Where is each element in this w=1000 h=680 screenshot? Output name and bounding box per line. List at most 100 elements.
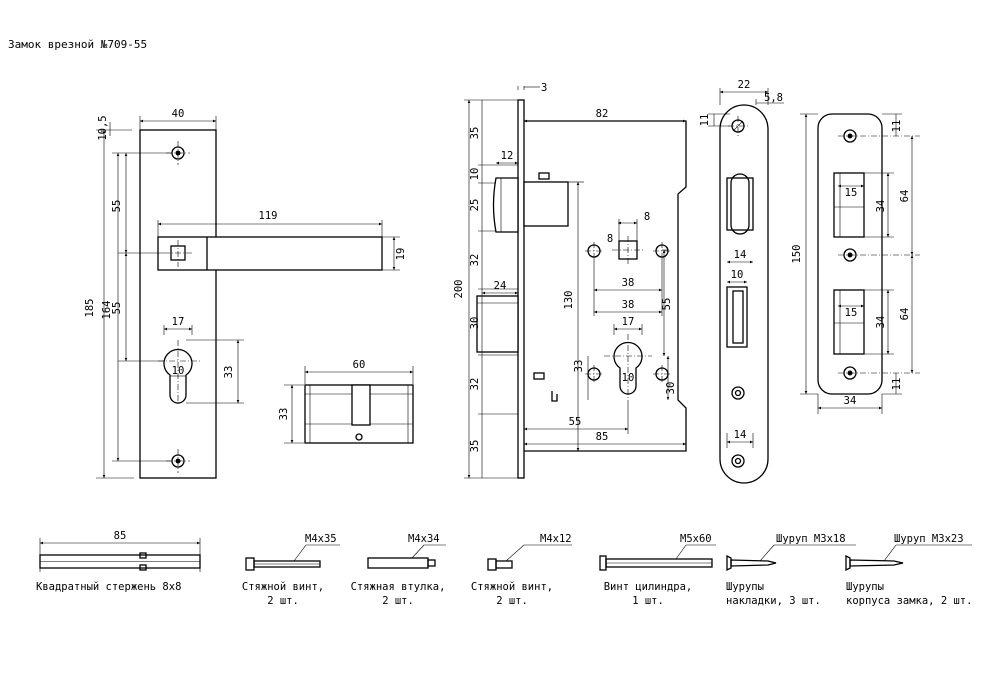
cylinder-cam [351, 384, 371, 426]
faceplate-outline [719, 104, 769, 484]
dim-faceplate-top-11: 11 [699, 114, 711, 127]
dim-130: 130 [563, 291, 575, 310]
part-screw-m4x12: М4х12 Стяжной винт, 2 шт. [471, 533, 572, 607]
part-screw-12-caption-2: 2 шт. [496, 595, 528, 607]
part-screw-35-caption-1: Стяжной винт, [242, 581, 324, 593]
dim-bolt-opening-15: 15 [845, 307, 858, 319]
dim-faceplate-offset: 5,8 [764, 92, 783, 104]
dim-plate-height: 185 [84, 299, 96, 318]
dim-screw-spacing: 164 [101, 301, 113, 320]
dim-33: 33 [573, 360, 585, 373]
part-screw-35-caption-2: 2 шт. [267, 595, 299, 607]
part-screw-m4x35: М4х35 Стяжной винт, 2 шт. [242, 533, 340, 607]
dim-38-lower: 38 [622, 299, 635, 311]
strike-latch-opening [833, 172, 865, 238]
part-sleeve-caption-2: 2 шт. [382, 595, 414, 607]
dim-backset-bottom: 55 [569, 416, 582, 428]
part-sleeve-m4x34: М4х34 Стяжная втулка, 2 шт. [351, 533, 446, 607]
part-wood-screw-23: Шуруп М3х23 Шурупы корпуса замка, 2 шт. [845, 533, 972, 607]
dim-latch-projection: 12 [501, 150, 514, 162]
handle-plate-view: 40 10,5 185 164 55 55 119 19 17 10 33 [84, 108, 407, 479]
dim-latch-opening-15: 15 [845, 187, 858, 199]
cylinder-screw-hole [355, 433, 363, 441]
dim-lower-55: 55 [111, 302, 123, 315]
dim-top-offset: 10,5 [97, 115, 109, 140]
dim-30: 30 [665, 382, 677, 395]
part-wood-screw-23-caption-1: Шурупы [846, 581, 884, 593]
dim-faceplate-thickness: 3 [541, 82, 547, 94]
dim-cyl-width-17: 17 [622, 316, 635, 328]
lever-handle [157, 236, 383, 271]
part-spindle-caption: Квадратный стержень 8х8 [36, 581, 181, 593]
dim-bottom-35: 35 [469, 440, 481, 453]
dim-spindle-8: 8 [644, 211, 650, 223]
strike-plate-view: 11 15 34 64 150 15 34 64 11 34 [791, 113, 920, 414]
dim-cyl-slot-10: 10 [622, 372, 635, 384]
dim-strike-bottom-11: 11 [891, 378, 903, 391]
part-screw-35-size: М4х35 [305, 533, 337, 545]
dim-case-width: 82 [596, 108, 609, 120]
part-cylinder-screw-caption-1: Винт цилиндра, [604, 581, 693, 593]
dim-bolt-projection: 24 [494, 280, 507, 292]
part-sleeve-size: М4х34 [408, 533, 440, 545]
dim-upper-64: 64 [899, 190, 911, 203]
dim-strike-top-11: 11 [891, 120, 903, 133]
dim-case-depth: 85 [596, 431, 609, 443]
dim-total-height: 200 [453, 280, 465, 299]
dim-latch-window-14: 14 [734, 249, 747, 261]
part-sleeve-caption-1: Стяжная втулка, [351, 581, 446, 593]
cylinder-keyhole [163, 348, 193, 404]
strike-bolt-opening [833, 289, 865, 355]
dim-bolt-height: 30 [469, 317, 481, 330]
dim-faceplate-width: 22 [738, 79, 751, 91]
part-wood-screw-18-caption-1: Шурупы [726, 581, 764, 593]
drawing-title: Замок врезной №709-55 [8, 38, 147, 51]
lock-spring-slot [551, 391, 558, 402]
dim-lower-64: 64 [899, 308, 911, 321]
dim-keyhole-slot: 10 [172, 365, 185, 377]
part-wood-screw-18-caption-2: накладки, 3 шт. [726, 595, 821, 607]
part-cylinder-screw-caption-2: 1 шт. [632, 595, 664, 607]
dim-latch-height: 25 [469, 199, 481, 212]
dim-32-upper: 32 [469, 254, 481, 267]
part-wood-screw-23-caption-2: корпуса замка, 2 шт. [846, 595, 972, 607]
dim-10: 10 [469, 168, 481, 181]
dim-lever-width: 19 [395, 248, 407, 261]
parts-row: 85 Квадратный стержень 8х8 М4х35 Стяжной… [36, 530, 972, 607]
dim-38-upper: 38 [622, 277, 635, 289]
dim-lever-length: 119 [259, 210, 278, 222]
dim-cylinder-length: 60 [353, 359, 366, 371]
dim-bolt-window-10: 10 [731, 269, 744, 281]
lock-cylinder-hole [613, 341, 643, 395]
dim-32-lower: 32 [469, 378, 481, 391]
part-square-spindle: 85 Квадратный стержень 8х8 [36, 530, 201, 593]
lock-body-view: 3 82 35 10 12 25 200 32 130 24 30 32 35 … [453, 82, 687, 479]
faceplate-view: 22 5,8 11 14 10 14 [699, 79, 784, 484]
part-screw-12-caption-1: Стяжной винт, [471, 581, 553, 593]
dim-bottom-14: 14 [734, 429, 747, 441]
dim-hole-8: 8 [607, 233, 613, 245]
part-wood-screw-18-size: Шуруп М3х18 [776, 533, 846, 545]
dim-plate-width: 40 [172, 108, 185, 120]
faceplate-bottom-screw [731, 454, 745, 468]
faceplate-latch-window [726, 177, 754, 231]
part-spindle-size: 85 [114, 530, 127, 542]
dim-strike-width: 34 [844, 395, 857, 407]
dim-bolt-opening-34: 34 [875, 316, 887, 329]
dead-bolt [476, 295, 519, 353]
dim-strike-height: 150 [791, 245, 803, 264]
part-wood-screw-18: Шуруп М3х18 Шурупы накладки, 3 шт. [726, 533, 856, 607]
lock-faceplate-side [517, 99, 525, 479]
handle-plate-outline [139, 129, 217, 479]
dim-cylinder-height: 33 [278, 408, 290, 421]
dim-keyhole-width: 17 [172, 316, 185, 328]
faceplate-mid-screw [731, 386, 745, 400]
latch-body [523, 181, 569, 227]
dim-latch-opening-34: 34 [875, 200, 887, 213]
latch-bolt [492, 177, 519, 233]
dim-upper-55: 55 [111, 200, 123, 213]
part-cylinder-screw: М5х60 Винт цилиндра, 1 шт. [599, 533, 716, 607]
cylinder-view: 60 33 [278, 359, 414, 444]
part-wood-screw-23-size: Шуруп М3х23 [894, 533, 964, 545]
